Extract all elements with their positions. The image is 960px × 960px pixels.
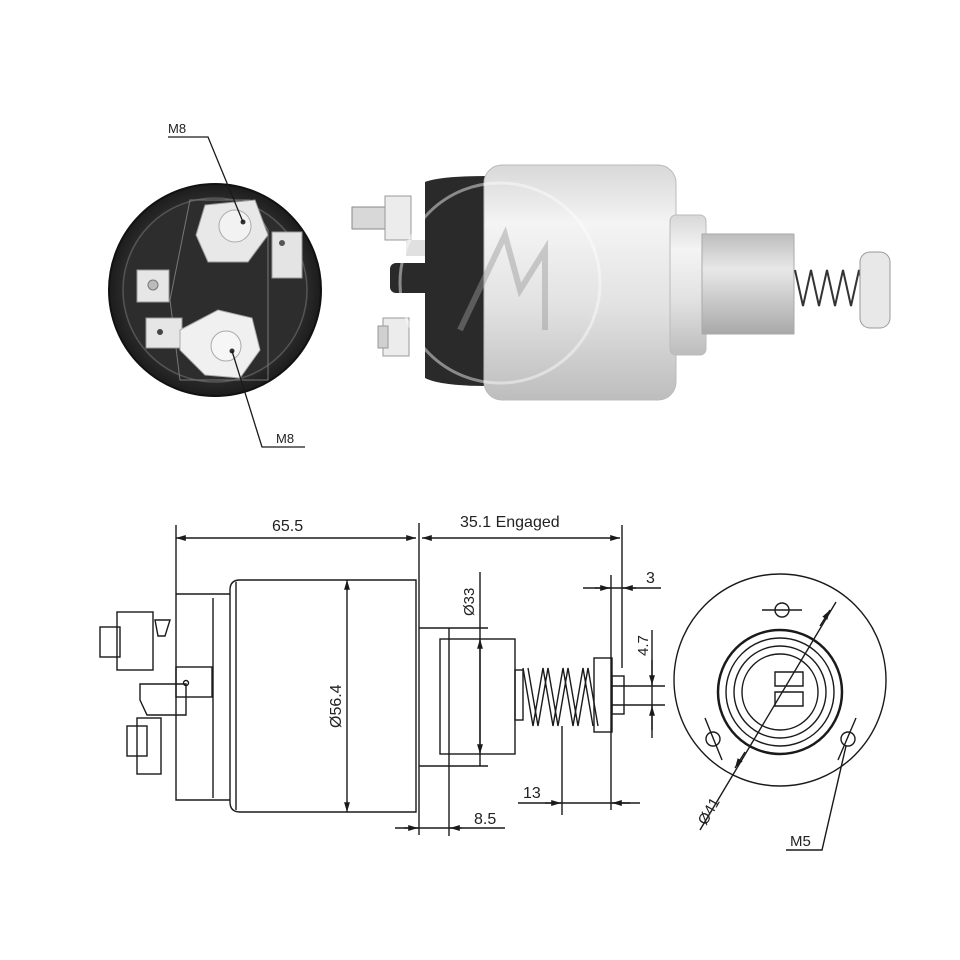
logo-watermark-icon (398, 181, 602, 385)
terminal-top-label: M8 (168, 121, 186, 136)
front-drawing (673, 573, 887, 851)
dim-mount-thread: M5 (790, 833, 811, 850)
dim-body-length: 65.5 (272, 518, 303, 535)
bottom-terminal (145, 309, 261, 379)
dim-tip-diameter: 4.7 (635, 635, 652, 656)
side-view-photo (351, 164, 891, 401)
dim-nose-diameter: Ø33 (461, 588, 478, 616)
top-terminal (195, 199, 269, 263)
dim-body-diameter: Ø56.4 (328, 684, 345, 728)
front-drawing-labels: Ø41 M5 (695, 795, 811, 850)
dim-flange-offset: 8.5 (474, 811, 496, 828)
side-drawing (99, 523, 665, 836)
dim-plunger-travel: 35.1 Engaged (460, 514, 560, 531)
dim-spring-offset: 13 (523, 785, 541, 802)
dim-tip-width: 3 (646, 570, 655, 587)
end-view-photo: M8 M8 (108, 121, 322, 448)
dim-bolt-circle: Ø41 (695, 795, 724, 828)
terminal-bottom-label: M8 (276, 431, 294, 446)
side-drawing-labels: 65.5 35.1 Engaged Ø56.4 Ø33 3 4.7 13 8.5 (272, 514, 655, 828)
